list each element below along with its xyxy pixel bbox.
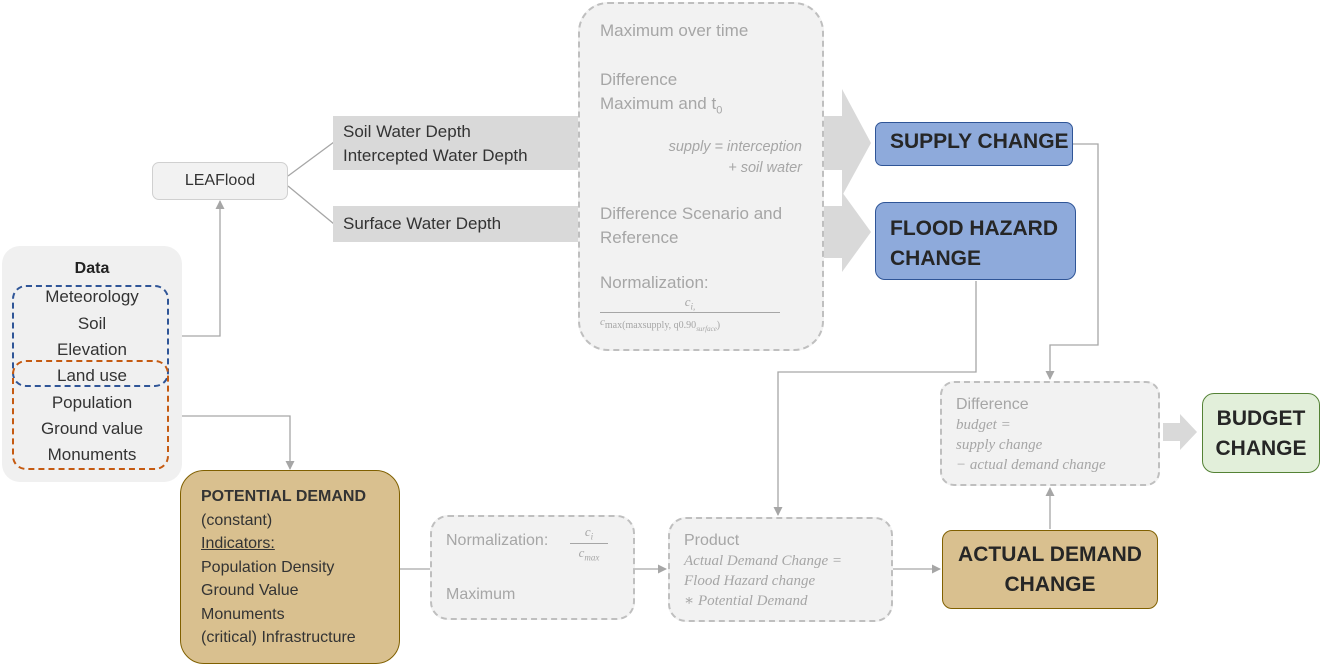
soil-water-depth-label: Soil Water Depth <box>343 122 471 141</box>
leaflood-to-surface-line <box>287 185 335 225</box>
normalization2-denominator-sub: max <box>584 552 600 563</box>
normalization-box <box>430 515 635 620</box>
data-item-meteorology: Meteorology <box>45 287 139 306</box>
normalization-denominator-close: ) <box>716 320 721 332</box>
flood-hazard-line2: CHANGE <box>890 247 982 270</box>
budget-line1: BUDGET <box>1216 407 1306 430</box>
difference-box <box>940 381 1160 486</box>
step-difference-scenario-line1: Difference Scenario and <box>600 204 783 223</box>
soil-water-output: Soil Water Depth Intercepted Water Depth <box>333 116 580 170</box>
supply-formula: supply = interception + soil water <box>640 137 802 179</box>
product-box <box>668 517 893 622</box>
normalization-denominator-sub: max(maxsupply, q0.90 <box>604 320 697 332</box>
product-formula-line3: ∗ Potential Demand <box>684 593 808 609</box>
data-item-monuments: Monuments <box>47 445 137 464</box>
normalization2-fraction-bar <box>570 543 608 544</box>
normalization-denominator-c: c <box>600 316 605 328</box>
normalization-numerator-sub: i, <box>690 301 696 312</box>
intercepted-water-depth-label: Intercepted Water Depth <box>343 146 528 165</box>
indicator-critical-infrastructure: (critical) Infrastructure <box>201 629 356 646</box>
normalization-numerator-c: c <box>684 294 691 309</box>
supply-to-difference-arrow <box>1045 143 1099 380</box>
data-to-potential-arrow <box>170 415 295 470</box>
supply-formula-line2: + soil water <box>728 160 802 176</box>
hazard-to-product-arrow <box>773 281 977 516</box>
difference-formula-line1: budget = <box>956 417 1011 433</box>
hazard-block-arrow <box>824 192 871 272</box>
normalization2-label: Normalization: <box>446 532 549 549</box>
normalization-numerator: ci, <box>600 294 780 312</box>
flood-hazard-change-box: FLOOD HAZARD CHANGE <box>875 202 1076 280</box>
indicators-label: Indicators: <box>201 535 275 552</box>
product-formula: Actual Demand Change = Flood Hazard chan… <box>684 551 842 611</box>
step-difference: Difference Maximum and t0 <box>600 68 722 122</box>
leaflood-model-box: LEAFlood <box>152 162 288 200</box>
surface-water-output: Surface Water Depth <box>333 206 580 242</box>
indicator-monuments: Monuments <box>201 605 285 623</box>
meteorology-group-outline <box>12 285 169 387</box>
budget-change-box: BUDGET CHANGE <box>1202 393 1320 473</box>
difference-formula-line3: − actual demand change <box>956 457 1106 473</box>
actual-demand-line1: ACTUAL DEMAND <box>958 543 1142 566</box>
flood-hazard-line1: FLOOD HAZARD <box>890 217 1058 240</box>
normalization-fraction-bar <box>600 312 780 313</box>
processing-steps-box <box>578 2 824 351</box>
normalization2-numerator-c: c <box>584 524 591 539</box>
supply-formula-line1: supply = interception <box>668 139 802 155</box>
step-normalization-label: Normalization: <box>600 273 709 292</box>
step-difference-max-label: Maximum and t <box>600 94 717 113</box>
budget-block-arrow <box>1163 414 1197 450</box>
indicator-population-density: Population Density <box>201 558 335 576</box>
data-panel-title: Data <box>74 260 110 277</box>
difference-title: Difference <box>956 396 1029 413</box>
actual-demand-line2: CHANGE <box>1004 573 1096 596</box>
potential-demand-box: POTENTIAL DEMAND (constant) Indicators: … <box>180 470 400 664</box>
potential-demand-title: POTENTIAL DEMAND <box>201 488 367 505</box>
surface-water-depth-label: Surface Water Depth <box>343 214 502 233</box>
step-difference-max-t0: Maximum and t0 <box>600 92 722 122</box>
land-use-group-outline <box>12 360 169 470</box>
data-item-soil: Soil <box>77 314 107 333</box>
normalization2-maximum: Maximum <box>446 586 516 603</box>
data-to-leaflood-arrow <box>168 200 225 337</box>
normalization-denominator: cmax(maxsupply, q0.90surface) <box>600 316 721 334</box>
normalization-denominator-subsub: surface <box>696 325 717 334</box>
potential-demand-subtitle: (constant) <box>201 511 273 529</box>
budget-line2: CHANGE <box>1215 437 1307 460</box>
product-formula-line2: Flood Hazard change <box>684 573 816 589</box>
supply-change-box: SUPPLY CHANGE <box>875 122 1073 166</box>
difference-formula: budget = supply change − actual demand c… <box>956 415 1106 475</box>
normalization2-numerator: ci <box>570 524 608 542</box>
data-item-population: Population <box>51 393 133 412</box>
step-difference-scenario-line2: Reference <box>600 228 679 247</box>
normalization2-denominator-c: c <box>578 545 585 560</box>
step-maximum-over-time: Maximum over time <box>600 21 749 40</box>
normalization2-numerator-sub: i <box>590 531 594 542</box>
leaflood-to-soil-line <box>287 141 335 177</box>
data-item-elevation: Elevation <box>57 340 127 359</box>
data-item-land-use: Land use <box>57 366 127 385</box>
data-item-ground-value: Ground value <box>40 419 144 438</box>
product-title: Product <box>684 532 740 549</box>
normalization2-denominator: cmax <box>570 545 608 563</box>
product-formula-line1: Actual Demand Change = <box>684 553 843 569</box>
indicator-ground-value: Ground Value <box>201 582 299 599</box>
step-difference-scenario: Difference Scenario and Reference <box>600 202 782 250</box>
t0-subscript: 0 <box>716 104 723 117</box>
actual-demand-change-box: ACTUAL DEMAND CHANGE <box>942 530 1158 609</box>
supply-block-arrow <box>824 89 871 196</box>
step-difference-label: Difference <box>600 70 678 89</box>
difference-formula-line2: supply change <box>956 437 1043 453</box>
